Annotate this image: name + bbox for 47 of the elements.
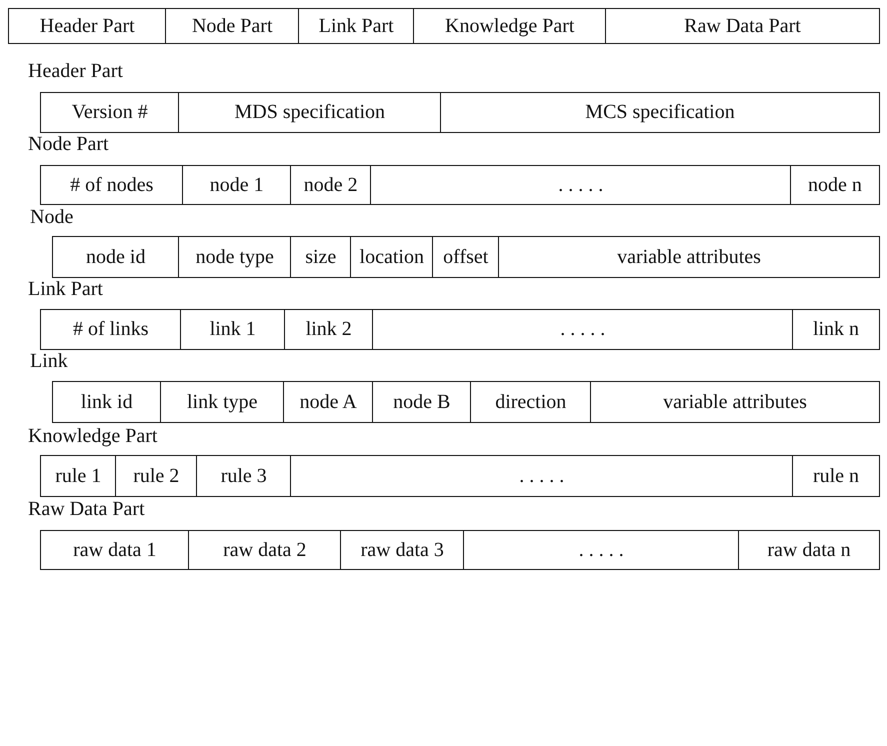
record-field: node 1 — [182, 165, 292, 205]
record-field: link 1 — [180, 309, 286, 350]
record-field: link type — [160, 381, 284, 423]
record-field: rule 1 — [40, 455, 116, 497]
section-heading: Raw Data Part — [28, 498, 145, 521]
record-field: location — [350, 236, 434, 278]
record-field: offset — [432, 236, 500, 278]
record-field: node 2 — [290, 165, 372, 205]
section-heading: Knowledge Part — [28, 425, 158, 448]
record-field: Raw Data Part — [605, 8, 880, 44]
record-field: node n — [790, 165, 880, 205]
record-field: Node Part — [165, 8, 300, 44]
section-heading: Link — [30, 350, 68, 373]
record-field: . . . . . — [370, 165, 792, 205]
record-field: . . . . . — [290, 455, 794, 497]
record-field: direction — [470, 381, 592, 423]
record-field: Knowledge Part — [413, 8, 606, 44]
record-field: . . . . . — [372, 309, 794, 350]
section-heading: Node — [30, 206, 74, 229]
record-field: raw data n — [738, 530, 880, 570]
record-field: . . . . . — [463, 530, 740, 570]
record-field: Link Part — [298, 8, 414, 44]
record-field: MCS specification — [440, 92, 880, 133]
record-field: size — [290, 236, 352, 278]
record-field: node A — [283, 381, 374, 423]
record-field: MDS specification — [178, 92, 442, 133]
record-field: rule 3 — [196, 455, 292, 497]
section-heading: Node Part — [28, 133, 109, 156]
record-field: node B — [372, 381, 472, 423]
record-field: # of links — [40, 309, 182, 350]
record-field: node type — [178, 236, 292, 278]
record-field: link n — [792, 309, 880, 350]
section-heading: Header Part — [28, 60, 123, 83]
section-heading: Link Part — [28, 278, 103, 301]
record-field: Header Part — [8, 8, 166, 44]
record-field: link id — [52, 381, 162, 423]
record-field: rule n — [792, 455, 880, 497]
record-field: raw data 2 — [188, 530, 342, 570]
record-field: rule 2 — [115, 455, 198, 497]
record-field: raw data 1 — [40, 530, 190, 570]
record-field: link 2 — [284, 309, 374, 350]
record-field: raw data 3 — [340, 530, 464, 570]
record-field: Version # — [40, 92, 180, 133]
record-field: variable attributes — [498, 236, 880, 278]
record-field: # of nodes — [40, 165, 184, 205]
record-field: node id — [52, 236, 180, 278]
record-field: variable attributes — [590, 381, 880, 423]
